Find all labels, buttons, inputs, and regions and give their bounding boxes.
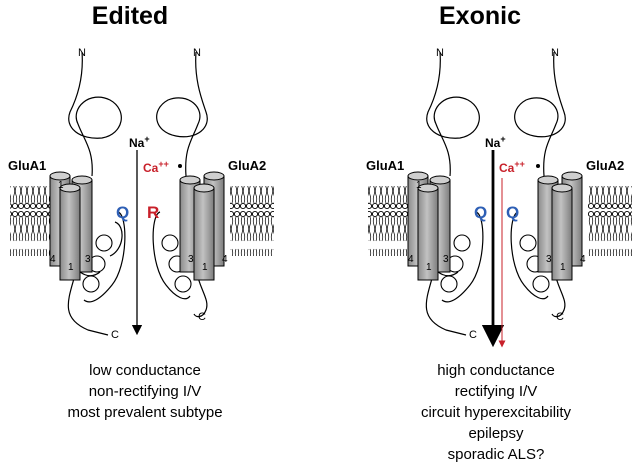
membrane-right [230,186,274,256]
helix-label-4: 4 [50,254,56,265]
helix-label-1: 1 [202,262,208,273]
exonic-properties: high conductance rectifying I/V circuit … [366,360,626,465]
n-label: N [193,47,201,59]
n-label: N [78,47,86,59]
c-terminal-right [193,269,208,318]
subunit-label-glua1: GluA1 [366,158,404,173]
n-label: N [436,47,444,59]
helix-label-4: 4 [222,254,228,265]
n-label: N [551,47,559,59]
subunit-label-glua2: GluA2 [586,158,624,173]
property-line: circuit hyperexcitability [420,404,572,421]
residue-q: Q [506,203,519,222]
edited-properties: low conductance non-rectifying I/V most … [15,360,275,423]
helix-label-4: 4 [580,254,586,265]
property-line: epilepsy [468,425,524,442]
panel-title-exonic: Exonic [439,2,521,30]
membrane-right [588,186,632,256]
subunit-label-glua1: GluA1 [8,158,46,173]
property-line: rectifying I/V [454,383,538,400]
property-line: sporadic ALS? [447,446,545,463]
c-label: C [198,311,206,323]
pore-loop-left [441,211,484,303]
helix-label-1: 1 [58,180,64,191]
helix-label-1: 1 [426,262,432,273]
helix-label-3: 3 [188,254,194,265]
na-ion-label: Na+ [129,134,150,150]
residue-q: Q [474,203,487,222]
n-terminal-loop-left [68,51,122,177]
n-terminal-loop-right [514,51,566,177]
subunit-label-glua2: GluA2 [228,158,266,173]
c-terminal-left [67,221,123,336]
edited-diagram [10,51,274,336]
pore-loop-right [152,211,191,300]
na-ion-label: Na+ [485,134,506,150]
helix-bundle-right [537,171,583,281]
helix-bundle-left [407,171,451,281]
pore-loop-right [510,211,549,300]
c-label: C [111,329,119,341]
c-label: C [469,329,477,341]
property-line: most prevalent subtype [67,404,223,421]
helix-label-1: 1 [68,262,74,273]
residue-q: Q [116,203,129,222]
helix-label-1: 1 [416,180,422,191]
n-terminal-loop-right [156,51,208,177]
c-label: C [556,311,564,323]
helix-label-1: 1 [560,262,566,273]
property-line: non-rectifying I/V [88,383,202,400]
helix-label-3: 3 [546,254,552,265]
helix-label-3: 3 [85,254,91,265]
c-terminal-left [425,274,467,336]
c-terminal-right [551,269,566,318]
helix-bundle-left [49,171,93,281]
n-terminal-loop-left [426,51,480,177]
panel-title-edited: Edited [91,2,169,30]
exonic-diagram [368,51,632,348]
ca-ion-label: Ca++ [143,159,169,175]
property-line: low conductance [89,362,201,379]
ca-ion-label: Ca++ [499,159,525,175]
helix-label-4: 4 [408,254,414,265]
residue-r: R [147,203,159,222]
property-line: high conductance [437,362,555,379]
helix-bundle-right [179,171,225,281]
pore-loop-left [83,211,126,303]
helix-label-3: 3 [443,254,449,265]
